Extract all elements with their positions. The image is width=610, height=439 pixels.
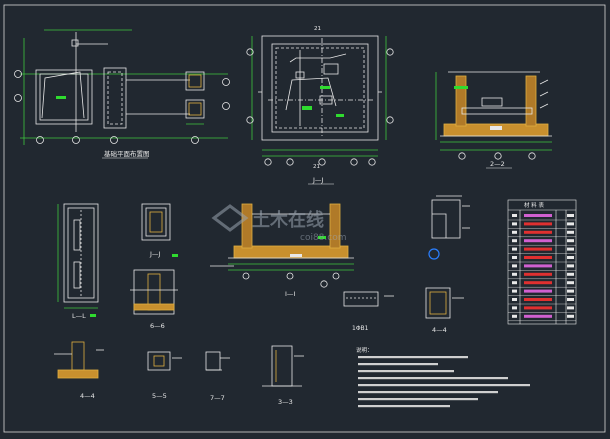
table-cell-mark: [524, 239, 552, 243]
table-cell-mark: [567, 298, 574, 301]
detail-1b1: [343, 291, 394, 307]
notes-heading: 说明：: [356, 346, 373, 354]
table-cell-mark: [512, 306, 517, 310]
section-4-4: [54, 341, 104, 379]
section-2-2-title: 2—2: [490, 160, 505, 168]
watermark-brand: 土木在线: [252, 209, 324, 231]
ll-view: [57, 203, 99, 309]
section-4-4-title: 4—4: [80, 392, 95, 400]
jj-view: [246, 35, 394, 166]
table-cell-mark: [512, 298, 517, 301]
section-i-i-title: I—I: [285, 290, 295, 298]
section-5-5-title: 5—5: [152, 392, 167, 400]
table-cell-mark: [512, 289, 517, 293]
table-cell-mark: [512, 256, 517, 259]
table-cell-mark: [567, 314, 574, 318]
table-cell-mark: [524, 272, 552, 276]
table-cell-mark: [567, 230, 574, 234]
table-cell-mark: [567, 306, 574, 310]
section-6-6: [130, 269, 178, 315]
section-5-5: [147, 351, 182, 371]
table-cell-mark: [567, 239, 574, 243]
svg-text:21: 21: [314, 26, 321, 32]
detail-a: [428, 195, 470, 260]
detail-1b1-title: 1ΦB1: [352, 325, 369, 332]
section-2-2: [435, 71, 552, 160]
table-cell-mark: [524, 222, 552, 226]
jj-small-view: [141, 203, 171, 241]
note-line: [358, 356, 468, 359]
table-cell-mark: [524, 281, 552, 285]
detail-4-4-right-title: 4—4: [432, 326, 447, 334]
table-cell-mark: [512, 247, 517, 251]
section-6-6-title: 6—6: [150, 322, 165, 330]
table-cell-mark: [524, 230, 552, 234]
ll-title: L—L: [72, 312, 86, 320]
table-cell-mark: [567, 222, 574, 226]
table-cell-mark: [524, 314, 552, 318]
section-7-7: [205, 351, 230, 371]
note-line: [358, 405, 450, 408]
table-cell-mark: [567, 289, 574, 293]
table-cell-mark: [512, 314, 517, 318]
note-line: [358, 370, 454, 373]
note-line: [358, 398, 478, 401]
table-cell-mark: [567, 214, 574, 217]
note-line: [358, 377, 508, 380]
jj-small-title: J—J: [149, 250, 160, 258]
section-3-3: [262, 345, 304, 387]
table-cell-mark: [524, 264, 552, 268]
detail-4-4-right: [425, 287, 464, 319]
table-cell-mark: [512, 239, 517, 243]
material-table-title: 材 料 表: [524, 201, 544, 209]
table-cell-mark: [512, 222, 517, 226]
table-cell-mark: [524, 289, 552, 293]
table-cell-mark: [567, 264, 574, 268]
plan-title: 基础平面布置图: [104, 149, 150, 158]
table-cell-mark: [567, 272, 574, 276]
plan-view: [14, 29, 230, 145]
jj-title: J—J: [312, 176, 323, 184]
note-line: [358, 363, 438, 366]
note-line: [358, 391, 498, 394]
section-3-3-title: 3—3: [278, 398, 293, 406]
table-cell-mark: [524, 306, 552, 310]
material-table-rows: [508, 214, 576, 321]
table-cell-mark: [524, 214, 552, 217]
section-7-7-title: 7—7: [210, 394, 225, 402]
table-cell-mark: [524, 247, 552, 251]
table-cell-mark: [567, 247, 574, 251]
table-cell-mark: [512, 272, 517, 276]
table-cell-mark: [567, 281, 574, 285]
svg-text:21: 21: [313, 164, 320, 170]
table-cell-mark: [512, 264, 517, 268]
watermark: 土木在线 coi88.com: [211, 204, 347, 243]
sheet-border: [3, 4, 606, 433]
table-cell-mark: [512, 281, 517, 285]
notes-lines: [358, 356, 530, 408]
watermark-url: coi88.com: [300, 233, 347, 243]
section-i-i: [210, 203, 354, 288]
table-cell-mark: [524, 256, 552, 259]
note-line: [358, 384, 530, 387]
table-cell-mark: [512, 214, 517, 217]
table-cell-mark: [512, 230, 517, 234]
table-cell-mark: [524, 298, 552, 301]
table-cell-mark: [567, 256, 574, 259]
